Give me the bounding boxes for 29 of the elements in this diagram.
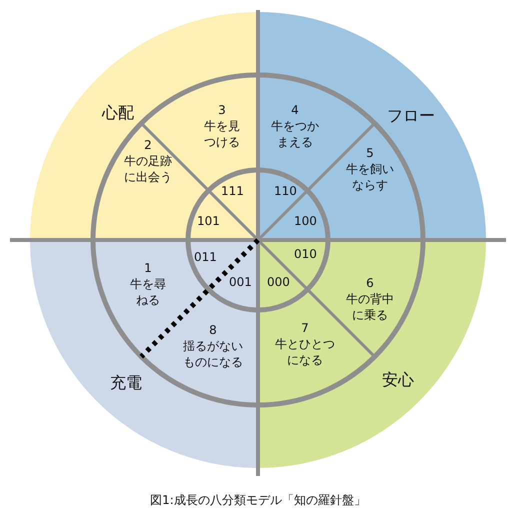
sector-number: 4	[290, 102, 300, 118]
sector-label: 牛の背中に乗る	[345, 291, 395, 323]
binary-code: 011	[194, 250, 217, 264]
sector-number: 3	[217, 102, 227, 118]
binary-code: 100	[294, 214, 317, 228]
sector-label: 牛を見つける	[203, 118, 241, 150]
sector-number: 6	[365, 275, 375, 291]
sector-number: 8	[208, 322, 218, 338]
sector-number: 5	[365, 145, 375, 161]
sector-label: 牛をつかまえる	[270, 118, 320, 150]
binary-code: 101	[197, 214, 220, 228]
quadrant-label: 充電	[110, 373, 142, 394]
binary-code: 111	[221, 184, 244, 198]
sector-label: 牛とひとつになる	[274, 336, 336, 368]
sector-label: 牛の足跡に出会う	[123, 153, 173, 185]
sector-number: 7	[300, 320, 310, 336]
sector-number: 1	[143, 260, 153, 276]
sector-label: 牛を尋ねる	[129, 276, 167, 308]
binary-code: 110	[274, 184, 297, 198]
caption: 図1:成長の八分類モデル「知の羅針盤」	[150, 493, 366, 507]
quadrant-label: フロー	[387, 106, 435, 127]
binary-code: 001	[229, 275, 252, 289]
binary-code: 010	[294, 247, 317, 261]
quadrant-label: 安心	[382, 370, 414, 391]
sector-label: 揺るがないものになる	[182, 338, 244, 370]
quadrant-label: 心配	[102, 103, 134, 124]
sector-label: 牛を飼いならす	[345, 161, 395, 193]
binary-code: 000	[267, 275, 290, 289]
sector-number: 2	[143, 137, 153, 153]
